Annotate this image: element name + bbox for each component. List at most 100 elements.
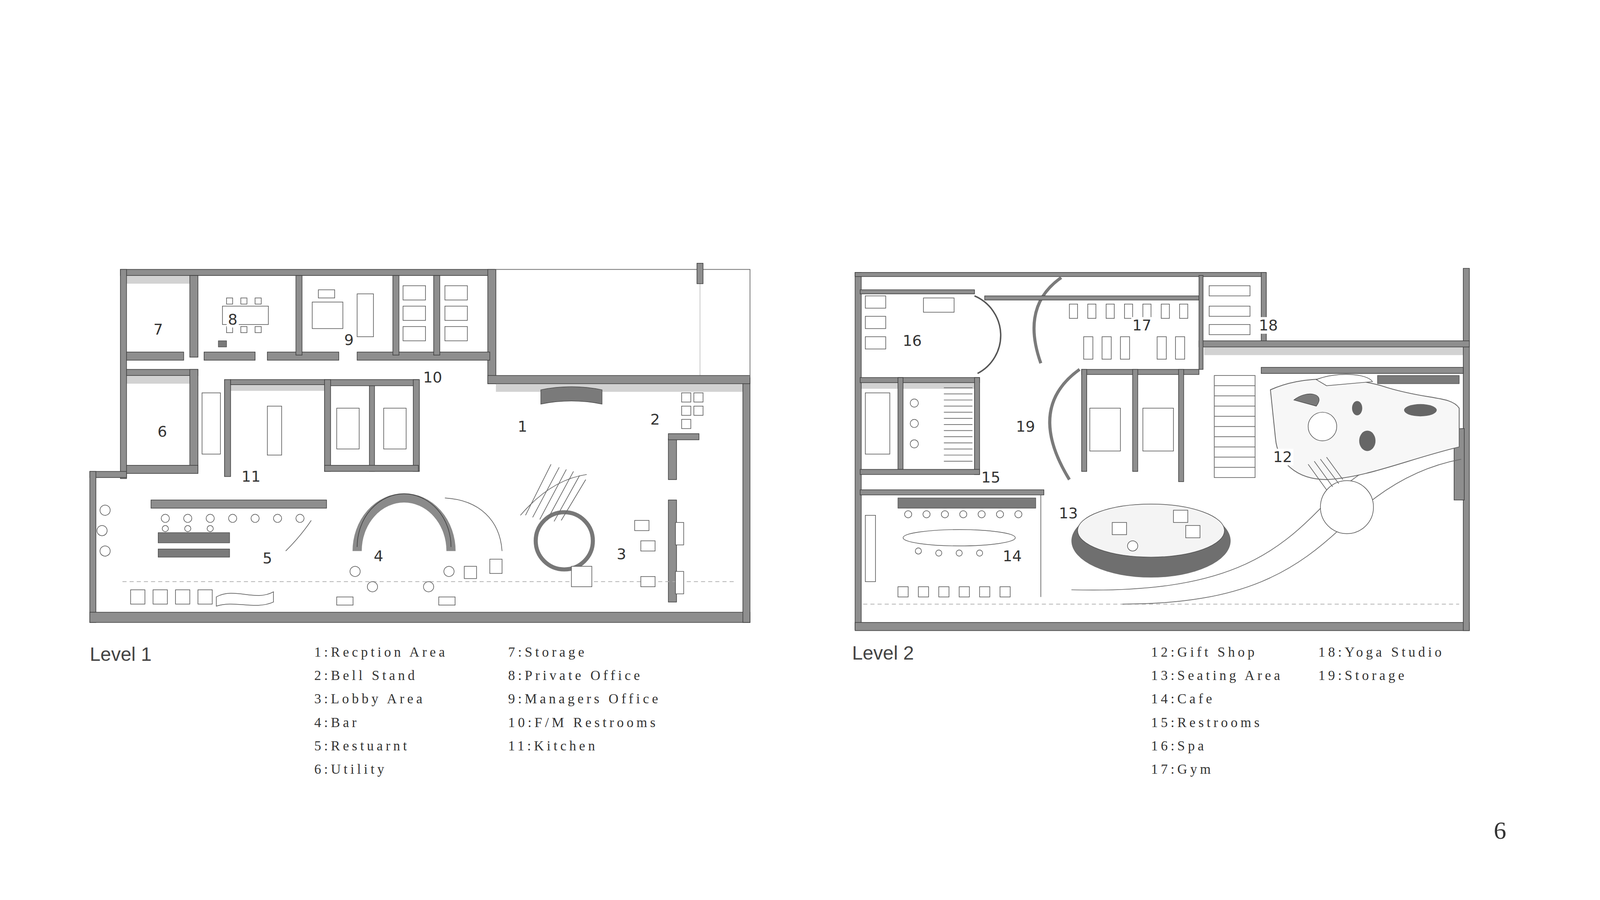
- level1-furniture-shape: [357, 293, 374, 337]
- room-number: 11: [240, 468, 263, 485]
- level1-furniture-shape: [520, 474, 587, 516]
- level1-walls-shape: [126, 275, 190, 284]
- level1-furniture-shape: [693, 392, 703, 403]
- level1-walls-shape: [433, 275, 440, 355]
- level2-furniture-shape: [979, 586, 990, 597]
- level1-walls-shape: [668, 433, 699, 440]
- legend-entry: 17:Gym: [1150, 761, 1214, 777]
- level1-furniture-shape: [226, 297, 233, 305]
- level1-furniture-shape: [312, 302, 343, 329]
- level1-furniture-shape: [443, 566, 454, 577]
- level2-walls-shape: [863, 603, 1460, 605]
- level1-furniture-shape: [158, 532, 230, 543]
- level2-furniture-shape: [959, 510, 967, 518]
- level1-walls-shape: [668, 438, 677, 480]
- level2-furniture-shape: [1015, 510, 1023, 518]
- level2-walls-shape: [1132, 369, 1138, 472]
- level1-furniture-shape: [161, 514, 170, 523]
- level1-furniture-shape: [438, 597, 455, 606]
- level2-walls-shape: [897, 377, 903, 470]
- legend-entry: 3:Lobby Area: [314, 691, 425, 707]
- level1-walls-shape: [90, 612, 750, 623]
- room-number: 1: [516, 418, 529, 435]
- level2-furniture-shape: [922, 510, 930, 518]
- legend-entry: 14:Cafe: [1150, 691, 1215, 707]
- level1-furniture-shape: [640, 540, 655, 551]
- level2-furniture-shape: [1404, 404, 1437, 417]
- level1-furniture-shape: [158, 549, 230, 558]
- legend-entry: 6:Utility: [314, 761, 388, 777]
- level2-furniture-shape: [976, 550, 983, 557]
- level1-furniture-shape: [402, 326, 426, 341]
- level2-furniture-shape: [865, 316, 886, 329]
- level2-walls-shape: [1081, 369, 1087, 472]
- level1-furniture-shape: [250, 514, 260, 523]
- level2-furniture-shape: [910, 399, 919, 408]
- level1-walls-shape: [487, 375, 750, 384]
- level2-furniture-shape: [1090, 408, 1121, 452]
- level2-furniture-shape: [1122, 459, 1462, 605]
- level1-furniture-shape: [162, 525, 169, 532]
- plan-title: Level 2: [852, 641, 914, 665]
- level1-furniture-shape: [336, 597, 353, 606]
- level1-furniture-shape: [197, 590, 213, 605]
- room-number: 9: [342, 331, 355, 349]
- legend-entry: 12:Gift Shop: [1150, 644, 1258, 660]
- level2-walls-shape: [1049, 369, 1080, 480]
- legend-entry: 11:Kitchen: [508, 738, 598, 754]
- legend-entry: 10:F/M Restrooms: [508, 715, 659, 730]
- level1-furniture-shape: [350, 566, 360, 577]
- level2-walls-shape: [1199, 340, 1470, 348]
- level2-furniture-shape: [1112, 522, 1127, 535]
- level1-furniture-shape: [273, 514, 282, 523]
- level1-furniture-shape: [445, 497, 503, 551]
- level1-walls-shape: [357, 352, 490, 361]
- level2-furniture-shape: [1308, 412, 1338, 441]
- level2-furniture-shape: [1142, 304, 1152, 319]
- level1-walls-shape: [324, 465, 419, 472]
- level1-furniture-shape: [571, 566, 592, 587]
- level1-furniture-shape: [255, 297, 262, 305]
- room-number: 10: [421, 369, 444, 386]
- level2-furniture-shape: [904, 510, 912, 518]
- level1-furniture-shape: [681, 392, 691, 403]
- level1-furniture-shape: [97, 505, 312, 606]
- level2-furniture-shape: [938, 586, 949, 597]
- level1-furniture-shape: [255, 326, 262, 333]
- level1-furniture-shape: [130, 590, 145, 605]
- level2-furniture-shape: [1175, 336, 1185, 360]
- level1-furniture-shape: [402, 306, 426, 321]
- level2-furniture-shape: [1359, 430, 1376, 451]
- level2-furniture-shape: [865, 295, 886, 308]
- floor-plan: Level 2: [852, 266, 1471, 631]
- legend-entry: 13:Seating Area: [1150, 667, 1283, 683]
- level2-furniture-shape: [1071, 504, 1231, 578]
- level2-walls-shape: [1199, 275, 1204, 370]
- level2-furniture-shape: [1179, 304, 1188, 319]
- level2-furniture-shape: [1214, 385, 1255, 468]
- level1-walls-shape: [392, 275, 400, 355]
- level1-furniture-shape: [357, 497, 451, 551]
- level1-walls-shape: [120, 269, 495, 276]
- level2-furniture-shape: [865, 336, 886, 349]
- level1-furniture-shape: [267, 406, 282, 456]
- level2-walls-shape: [1040, 495, 1042, 598]
- level2-furniture-shape: [897, 586, 908, 597]
- level1-furniture-shape: [285, 520, 312, 551]
- level1-walls-shape: [230, 379, 325, 385]
- level1-walls-shape: [230, 384, 325, 391]
- level1-furniture-shape: [240, 297, 248, 305]
- level2-furniture-shape: [977, 510, 985, 518]
- level2-walls-shape: [860, 469, 980, 475]
- level2-walls-shape: [1204, 347, 1465, 356]
- level2-furniture-shape: [897, 497, 1036, 508]
- level2-walls-shape: [855, 272, 862, 630]
- level2-furniture-shape: [1293, 393, 1320, 406]
- legend-entry: 4:Bar: [314, 715, 360, 730]
- level1-furniture-shape: [175, 590, 190, 605]
- level1-furniture-shape: [402, 285, 426, 300]
- level2-furniture-shape: [1173, 510, 1188, 523]
- level1-furniture-shape: [675, 522, 684, 545]
- level2-furniture-shape: [1157, 336, 1167, 360]
- level2-furniture-shape: [1308, 457, 1343, 490]
